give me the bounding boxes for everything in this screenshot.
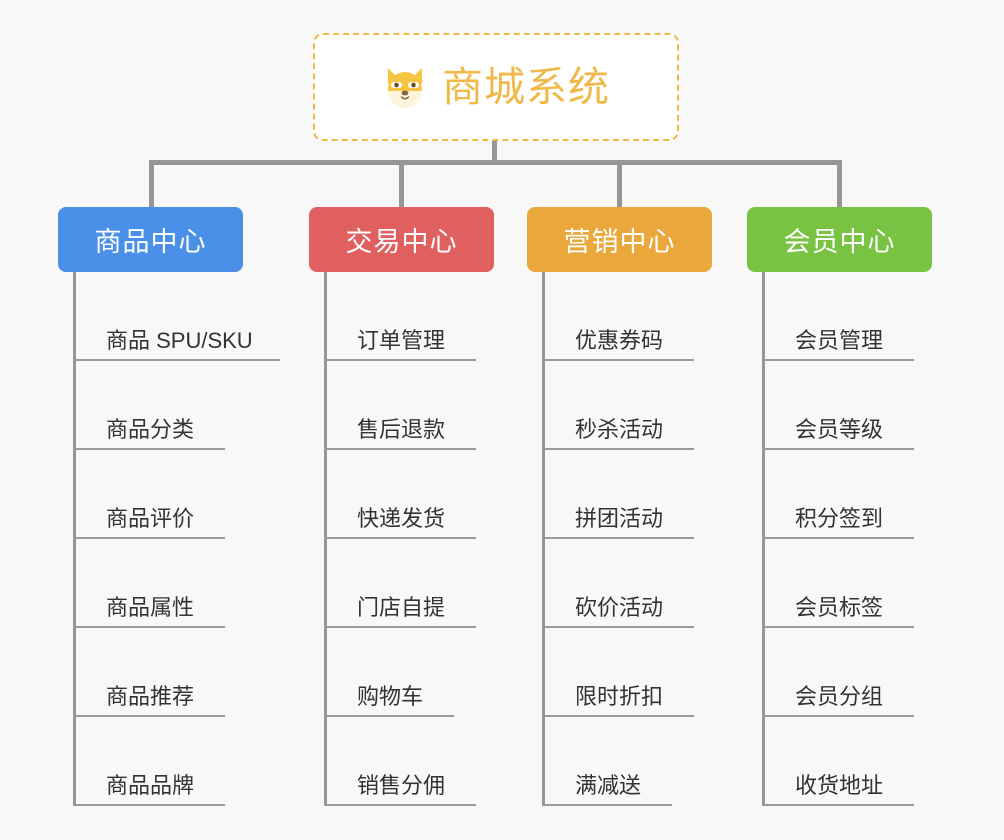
leaf-spine	[762, 272, 765, 806]
leaf-label: 积分签到	[795, 506, 884, 531]
leaf-label: 门店自提	[357, 595, 446, 620]
leaf-underline	[73, 715, 225, 717]
category-label: 营销中心	[563, 227, 676, 257]
connector-drop-4	[837, 160, 842, 207]
leaf-item[interactable]: 购物车	[324, 628, 454, 717]
dog-face-icon	[382, 64, 428, 110]
category-node-3[interactable]: 营销中心	[527, 207, 712, 272]
leaf-item[interactable]: 订单管理	[324, 272, 476, 361]
leaf-underline	[324, 537, 476, 539]
leaf-label: 会员管理	[795, 328, 884, 353]
leaf-underline	[73, 804, 225, 806]
leaf-label: 快递发货	[357, 506, 446, 531]
leaf-item[interactable]: 会员等级	[762, 361, 914, 450]
leaf-item[interactable]: 会员管理	[762, 272, 914, 361]
leaf-item[interactable]: 门店自提	[324, 539, 476, 628]
connector-drop-3	[617, 160, 622, 207]
leaf-label: 商品分类	[106, 417, 195, 442]
leaf-label: 售后退款	[357, 417, 446, 442]
leaf-underline	[542, 359, 694, 361]
leaf-item[interactable]: 秒杀活动	[542, 361, 694, 450]
leaf-underline	[542, 448, 694, 450]
leaf-spine	[324, 272, 327, 806]
leaf-column-4: 会员管理会员等级积分签到会员标签会员分组收货地址	[762, 272, 914, 806]
leaf-label: 订单管理	[357, 328, 446, 353]
leaf-label: 会员等级	[795, 417, 884, 442]
leaf-underline	[542, 804, 672, 806]
leaf-item[interactable]: 限时折扣	[542, 628, 694, 717]
leaf-column-3: 优惠券码秒杀活动拼团活动砍价活动限时折扣满减送	[542, 272, 694, 806]
leaf-label: 销售分佣	[357, 773, 446, 798]
root-title: 商城系统	[442, 63, 610, 110]
leaf-label: 秒杀活动	[575, 417, 664, 442]
category-label: 交易中心	[345, 227, 458, 257]
leaf-underline	[542, 626, 694, 628]
leaf-underline	[324, 626, 476, 628]
leaf-item[interactable]: 销售分佣	[324, 717, 476, 806]
leaf-label: 优惠券码	[575, 328, 664, 353]
leaf-spine	[542, 272, 545, 806]
leaf-column-1: 商品 SPU/SKU 商品分类商品评价商品属性商品推荐商品品牌	[73, 272, 280, 806]
leaf-item[interactable]: 商品评价	[73, 450, 253, 539]
connector-stem	[492, 141, 497, 165]
leaf-item[interactable]: 积分签到	[762, 450, 914, 539]
leaf-underline	[542, 715, 694, 717]
leaf-column-2: 订单管理售后退款快递发货门店自提购物车销售分佣	[324, 272, 476, 806]
leaf-label: 商品推荐	[106, 684, 195, 709]
connector-bus	[149, 160, 840, 165]
leaf-item[interactable]: 满减送	[542, 717, 672, 806]
leaf-label: 会员分组	[795, 684, 884, 709]
leaf-underline	[324, 804, 476, 806]
leaf-label: 商品属性	[106, 595, 195, 620]
leaf-label: 砍价活动	[575, 595, 664, 620]
category-label: 商品中心	[94, 227, 207, 257]
leaf-label: 会员标签	[795, 595, 884, 620]
leaf-item[interactable]: 会员分组	[762, 628, 914, 717]
leaf-underline	[324, 715, 454, 717]
leaf-underline	[762, 804, 914, 806]
category-node-4[interactable]: 会员中心	[747, 207, 932, 272]
category-node-2[interactable]: 交易中心	[309, 207, 494, 272]
leaf-item[interactable]: 会员标签	[762, 539, 914, 628]
leaf-item[interactable]: 商品属性	[73, 539, 253, 628]
leaf-label: 商品 SPU/SKU	[106, 328, 253, 353]
leaf-underline	[762, 537, 914, 539]
leaf-underline	[762, 359, 914, 361]
leaf-label: 满减送	[575, 773, 642, 798]
leaf-item[interactable]: 拼团活动	[542, 450, 694, 539]
leaf-label: 限时折扣	[575, 684, 664, 709]
connector-drop-2	[399, 160, 404, 207]
category-node-1[interactable]: 商品中心	[58, 207, 243, 272]
leaf-underline	[542, 537, 694, 539]
leaf-underline	[73, 448, 225, 450]
connector-drop-1	[149, 160, 154, 207]
root-node[interactable]: 商城系统	[313, 33, 679, 141]
leaf-underline	[73, 537, 225, 539]
leaf-label: 商品评价	[106, 506, 195, 531]
leaf-underline	[324, 448, 476, 450]
leaf-item[interactable]: 商品品牌	[73, 717, 253, 806]
leaf-spine	[73, 272, 76, 806]
leaf-label: 收货地址	[795, 773, 884, 798]
leaf-item[interactable]: 商品推荐	[73, 628, 253, 717]
leaf-label: 商品品牌	[106, 773, 195, 798]
leaf-item[interactable]: 快递发货	[324, 450, 476, 539]
leaf-underline	[73, 626, 225, 628]
leaf-underline	[762, 626, 914, 628]
leaf-item[interactable]: 砍价活动	[542, 539, 694, 628]
category-label: 会员中心	[783, 227, 896, 257]
leaf-item[interactable]: 商品分类	[73, 361, 253, 450]
leaf-item[interactable]: 优惠券码	[542, 272, 694, 361]
leaf-item[interactable]: 收货地址	[762, 717, 914, 806]
leaf-label: 拼团活动	[575, 506, 664, 531]
leaf-underline	[762, 448, 914, 450]
leaf-underline	[324, 359, 476, 361]
leaf-underline	[762, 715, 914, 717]
leaf-underline	[73, 359, 280, 361]
leaf-item[interactable]: 商品 SPU/SKU	[73, 272, 280, 361]
leaf-label: 购物车	[357, 684, 424, 709]
leaf-item[interactable]: 售后退款	[324, 361, 476, 450]
